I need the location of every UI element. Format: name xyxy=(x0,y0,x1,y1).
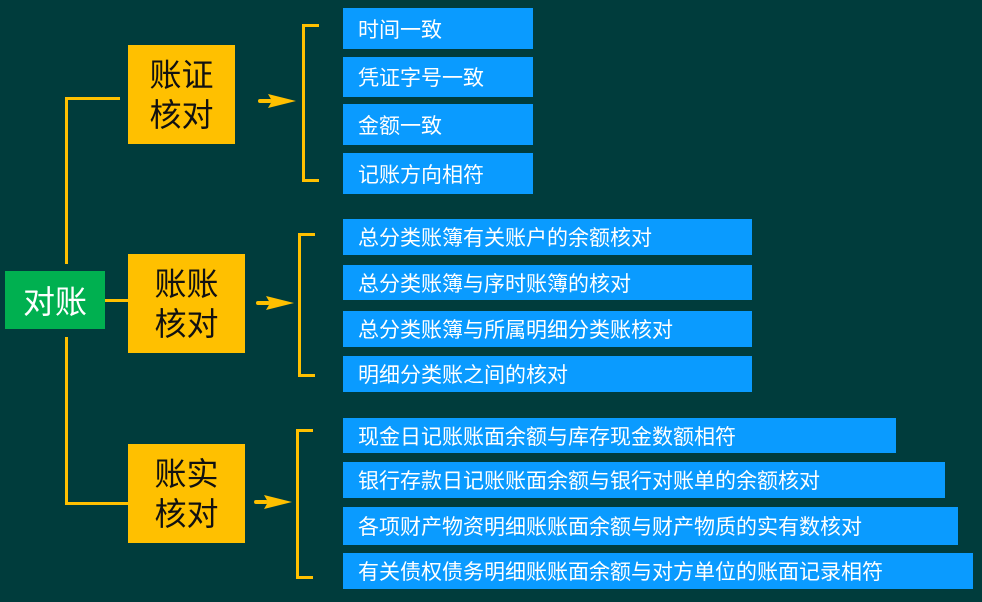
trunk-line-upper xyxy=(65,98,68,264)
bracket-1 xyxy=(302,24,319,182)
category-title-line2: 核对 xyxy=(154,304,219,343)
category-title-line1: 账账 xyxy=(154,264,219,303)
list-item: 金额一致 xyxy=(343,104,533,145)
list-item: 总分类账簿与所属明细分类账核对 xyxy=(343,311,752,347)
category-node-3: 账实 核对 xyxy=(128,444,245,543)
branch-line-2 xyxy=(105,299,128,302)
list-item: 记账方向相符 xyxy=(343,153,533,194)
list-item: 银行存款日记账账面余额与银行对账单的余额核对 xyxy=(343,462,945,498)
category-title-line2: 核对 xyxy=(149,95,214,134)
trunk-line-lower xyxy=(65,337,68,505)
list-item: 总分类账簿与序时账簿的核对 xyxy=(343,265,752,300)
category-node-1: 账证 核对 xyxy=(128,45,235,144)
category-title-line1: 账实 xyxy=(154,454,219,493)
bracket-3 xyxy=(296,429,313,579)
category-node-2: 账账 核对 xyxy=(128,254,245,353)
list-item: 现金日记账账面余额与库存现金数额相符 xyxy=(343,418,896,453)
category-title-line1: 账证 xyxy=(149,55,214,94)
list-item: 有关债权债务明细账账面余额与对方单位的账面记录相符 xyxy=(343,553,973,589)
branch-line-3 xyxy=(65,502,128,505)
branch-line-1 xyxy=(65,97,120,100)
root-node: 对账 xyxy=(5,271,105,329)
list-item: 各项财产物资明细账账面余额与财产物质的实有数核对 xyxy=(343,507,958,545)
arrow-icon xyxy=(258,94,296,108)
list-item: 总分类账簿有关账户的余额核对 xyxy=(343,219,752,255)
category-title-line2: 核对 xyxy=(154,494,219,533)
arrow-icon xyxy=(254,495,292,509)
bracket-2 xyxy=(298,233,315,377)
arrow-icon xyxy=(256,296,294,310)
list-item: 凭证字号一致 xyxy=(343,57,533,97)
list-item: 明细分类账之间的核对 xyxy=(343,356,752,392)
list-item: 时间一致 xyxy=(343,8,533,49)
